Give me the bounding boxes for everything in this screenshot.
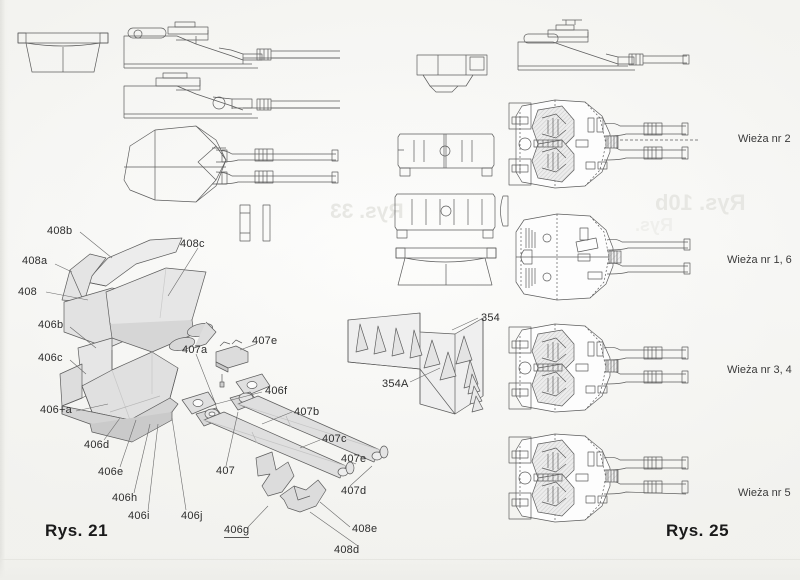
view-turret2-side <box>517 19 690 71</box>
view-part-354 <box>347 312 484 415</box>
part-label-406f: 406f <box>265 385 288 397</box>
part-label-408a: 408a <box>22 255 48 267</box>
view-turret34-plan <box>508 323 689 413</box>
part-label-406-plus-a: 406+a <box>40 404 72 416</box>
turret-caption-5: Wieża nr 5 <box>738 487 791 499</box>
part-label-408c: 408c <box>180 238 205 250</box>
view-turret16-plan <box>515 213 691 301</box>
part-label-406d: 406d <box>84 439 110 451</box>
part-label-407: 407 <box>216 465 235 477</box>
view-middle-part-a <box>416 54 488 93</box>
part-label-406b: 406b <box>38 319 64 331</box>
part-label-406c: 406c <box>38 352 63 364</box>
part-label-408b: 408b <box>47 225 73 237</box>
part-label-407d: 407d <box>341 485 367 497</box>
part-label-407b: 407b <box>294 406 320 418</box>
part-label-406j: 406j <box>181 510 203 522</box>
view-exploded-assembly <box>59 237 389 513</box>
part-label-406i: 406i <box>128 510 150 522</box>
part-label-406h: 406h <box>112 492 138 504</box>
part-label-407a: 407a <box>182 344 208 356</box>
figure-number-right: Rys. 25 <box>666 521 730 540</box>
turret-caption-1-6: Wieża nr 1, 6 <box>727 254 792 266</box>
part-label-408: 408 <box>18 286 37 298</box>
part-label-406g: 406g <box>224 524 250 538</box>
view-middle-part-c <box>394 193 509 239</box>
turret-caption-2: Wieża nr 2 <box>738 133 791 145</box>
view-top-left-panel <box>17 32 109 73</box>
view-middle-part-b <box>397 133 495 177</box>
view-turret-side-upper <box>123 21 340 69</box>
part-label-406e: 406e <box>98 466 124 478</box>
turret-caption-3-4: Wieża nr 3, 4 <box>727 364 792 376</box>
view-middle-part-d <box>395 247 497 286</box>
page-edge-bottom <box>0 554 800 580</box>
part-label-407e-lower: 407e <box>341 453 367 465</box>
part-label-407c: 407c <box>322 433 347 445</box>
figure-number-left: Rys. 21 <box>45 521 109 540</box>
view-turret-side-lower <box>123 72 340 119</box>
view-turret2-plan <box>508 99 700 189</box>
part-label-354: 354 <box>481 312 500 324</box>
part-label-354A: 354A <box>382 378 409 390</box>
view-turret-plan <box>123 125 339 242</box>
part-label-407e-upper: 407e <box>252 335 278 347</box>
page-edge-bottom-line <box>0 559 800 560</box>
part-label-408e: 408e <box>352 523 378 535</box>
view-turret5-plan <box>508 433 689 523</box>
part-label-408d: 408d <box>334 544 360 556</box>
page-edge-left <box>0 0 9 580</box>
